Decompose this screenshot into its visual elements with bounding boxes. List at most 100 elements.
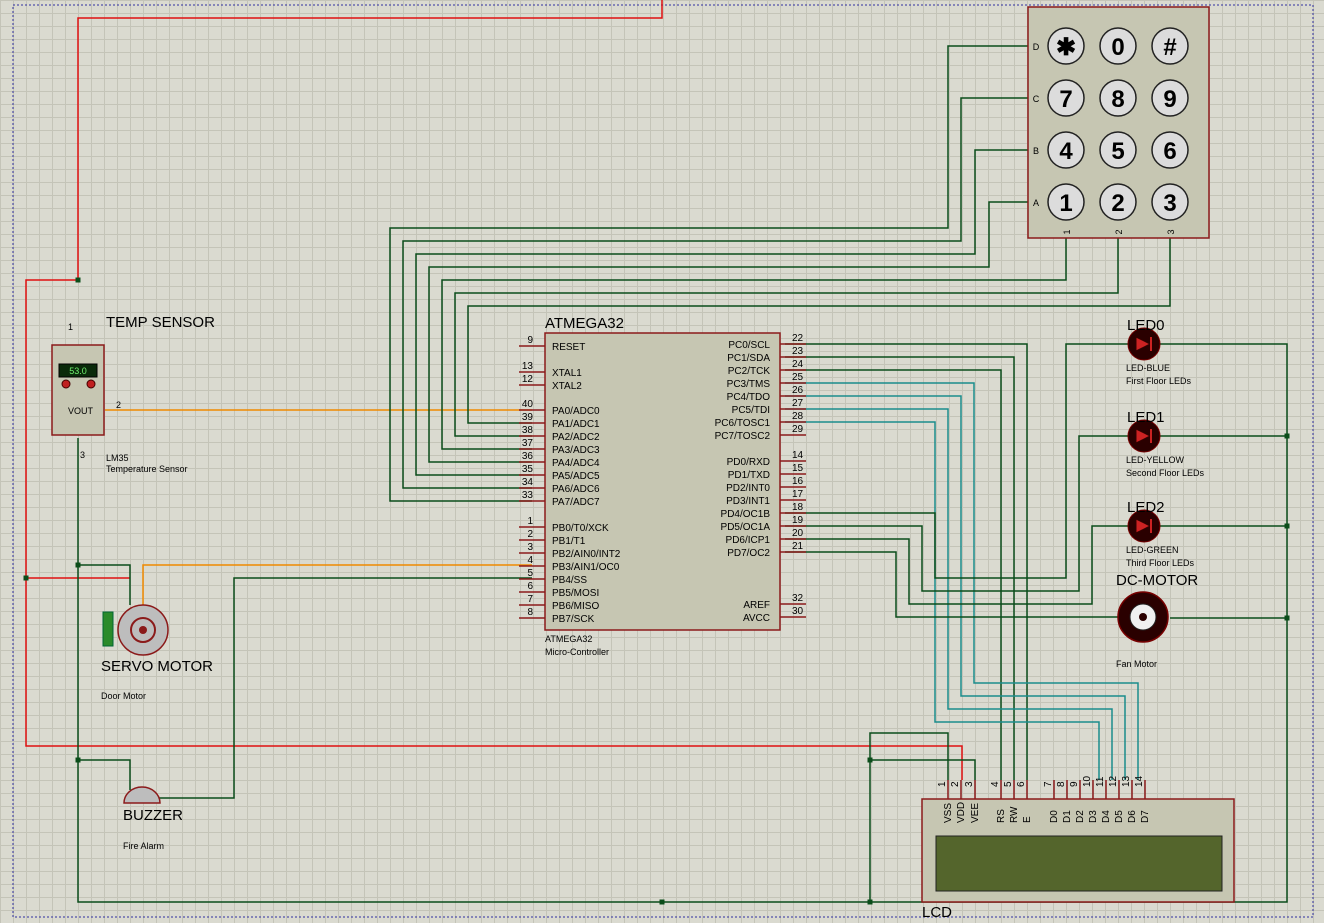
mcu-pin-name: PC3/TMS [727,379,771,390]
mcu-pin-name: PB1/T1 [552,536,586,547]
keypad-col-wire[interactable] [441,238,1067,450]
lm35-up-button[interactable] [86,379,96,389]
mcu-pin-name: PC6/TOSC1 [715,418,771,429]
motor-wire[interactable] [785,551,1118,618]
lm35-pin1: 1 [68,322,73,332]
lcd-data-wire[interactable] [785,382,1139,780]
keypad-key[interactable] [1047,27,1085,65]
mcu-pin-number: 19 [792,515,804,526]
led-diode-symbol [1135,518,1152,534]
dc-motor-desc: Fan Motor [1116,659,1157,669]
lcd-pin-name: VSS [943,803,954,823]
mcu-pin-number: 9 [527,335,533,346]
lcd-rw-wire[interactable] [785,356,1015,780]
servo-position-indicator [102,611,114,647]
mcu-pin-name: PB5/MOSI [552,588,599,599]
lcd-pin-number: 12 [1108,775,1119,787]
vcc-wire[interactable] [25,279,963,780]
sheet-border [12,4,1314,918]
mcu-pin-name: PA1/ADC1 [552,419,600,430]
lcd-pin-name: E [1022,816,1033,823]
mcu-pin-name: PD2/INT0 [726,483,770,494]
lcd-pin-name: VEE [970,803,981,823]
lcd-data-wire[interactable] [785,395,1126,780]
mcu-pin-name: PB0/T0/XCK [552,523,609,534]
servo-gnd-wire[interactable] [78,564,131,605]
mcu-pin-name: XTAL1 [552,368,582,379]
mcu-pin-number: 28 [792,411,804,422]
vcc-wire[interactable] [77,0,663,280]
led2-wire[interactable] [785,525,1128,605]
keypad-key[interactable] [1047,131,1085,169]
lcd-data-wire[interactable] [785,421,1100,780]
mcu-pin-name: PB4/SS [552,575,587,586]
keypad-key[interactable] [1047,79,1085,117]
mcu-pin-number: 30 [792,606,804,617]
buzzer-gnd-wire[interactable] [78,759,131,790]
keypad-row-label: A [1033,198,1039,208]
mcu-pin-number: 25 [792,372,804,383]
buzzer-signal-wire[interactable] [155,577,532,799]
lcd-rs-wire[interactable] [785,369,1002,780]
keypad-key[interactable] [1151,27,1189,65]
lcd-pin-name: D6 [1127,810,1138,823]
junction-dot [867,899,873,905]
lcd-pin-number: 6 [1016,781,1027,787]
mcu-pin-number: 23 [792,346,804,357]
keypad-key[interactable] [1151,183,1189,221]
led0-wire[interactable] [785,343,1128,579]
keypad-col-wire[interactable] [467,238,1171,424]
keypad-key[interactable] [1151,131,1189,169]
keypad-row-wire[interactable] [428,201,1028,463]
mcu-pin-number: 14 [792,450,804,461]
keypad-key-label: 8 [1111,86,1124,113]
junction-dot [75,277,81,283]
mcu-pin-name: XTAL2 [552,381,582,392]
lcd-vee-wire[interactable] [870,759,976,780]
servo-signal-wire[interactable] [142,564,532,605]
mcu-pin-number: 33 [522,490,534,501]
lcd-pin-name: VDD [956,802,967,823]
mcu-pin-name: PD7/OC2 [727,548,770,559]
lcd-e-wire[interactable] [785,343,1028,780]
mcu-pin-number: 5 [527,568,533,579]
keypad-row-wire[interactable] [402,97,1028,489]
keypad-row-wire[interactable] [389,45,1028,502]
keypad-key[interactable] [1099,27,1137,65]
keypad-col-label: 3 [1166,229,1176,234]
mcu-pin-number: 8 [527,607,533,618]
led-ref: LED0 [1127,317,1165,334]
keypad-col-wire[interactable] [454,238,1119,437]
keypad-row-label: C [1033,94,1040,104]
led-diode-symbol [1135,428,1152,444]
lcd-pin-number: 1 [937,781,948,787]
lcd-pin-number: 4 [990,781,1001,787]
keypad-key[interactable] [1099,131,1137,169]
lcd-pin-number: 11 [1095,776,1106,787]
keypad-key[interactable] [1099,183,1137,221]
junction-dot [1284,615,1290,621]
keypad-key[interactable] [1151,79,1189,117]
lm35-pin3: 3 [80,450,85,460]
junction-dot [75,562,81,568]
mcu-pin-name: PC7/TOSC2 [715,431,771,442]
mcu-pin-name: PA7/ADC7 [552,497,600,508]
mcu-pin-name: PD6/ICP1 [726,535,771,546]
mcu-pin-number: 1 [527,516,533,527]
lcd-pin-name: D4 [1101,810,1112,823]
led-ref: LED2 [1127,499,1165,516]
buzzer-desc: Fire Alarm [123,841,164,851]
lcd-gnd-wire[interactable] [869,732,949,902]
keypad-row-wire[interactable] [415,149,1028,476]
junction-dot [659,899,665,905]
gnd-wire[interactable] [77,343,1288,903]
lcd-pin-name: D1 [1062,810,1073,823]
servo-desc: Door Motor [101,691,146,701]
junction-dot [1284,433,1290,439]
keypad-key[interactable] [1099,79,1137,117]
keypad-key[interactable] [1047,183,1085,221]
lm35-down-button[interactable] [61,379,71,389]
led1-wire[interactable] [785,435,1128,592]
lcd-data-wire[interactable] [785,408,1113,780]
